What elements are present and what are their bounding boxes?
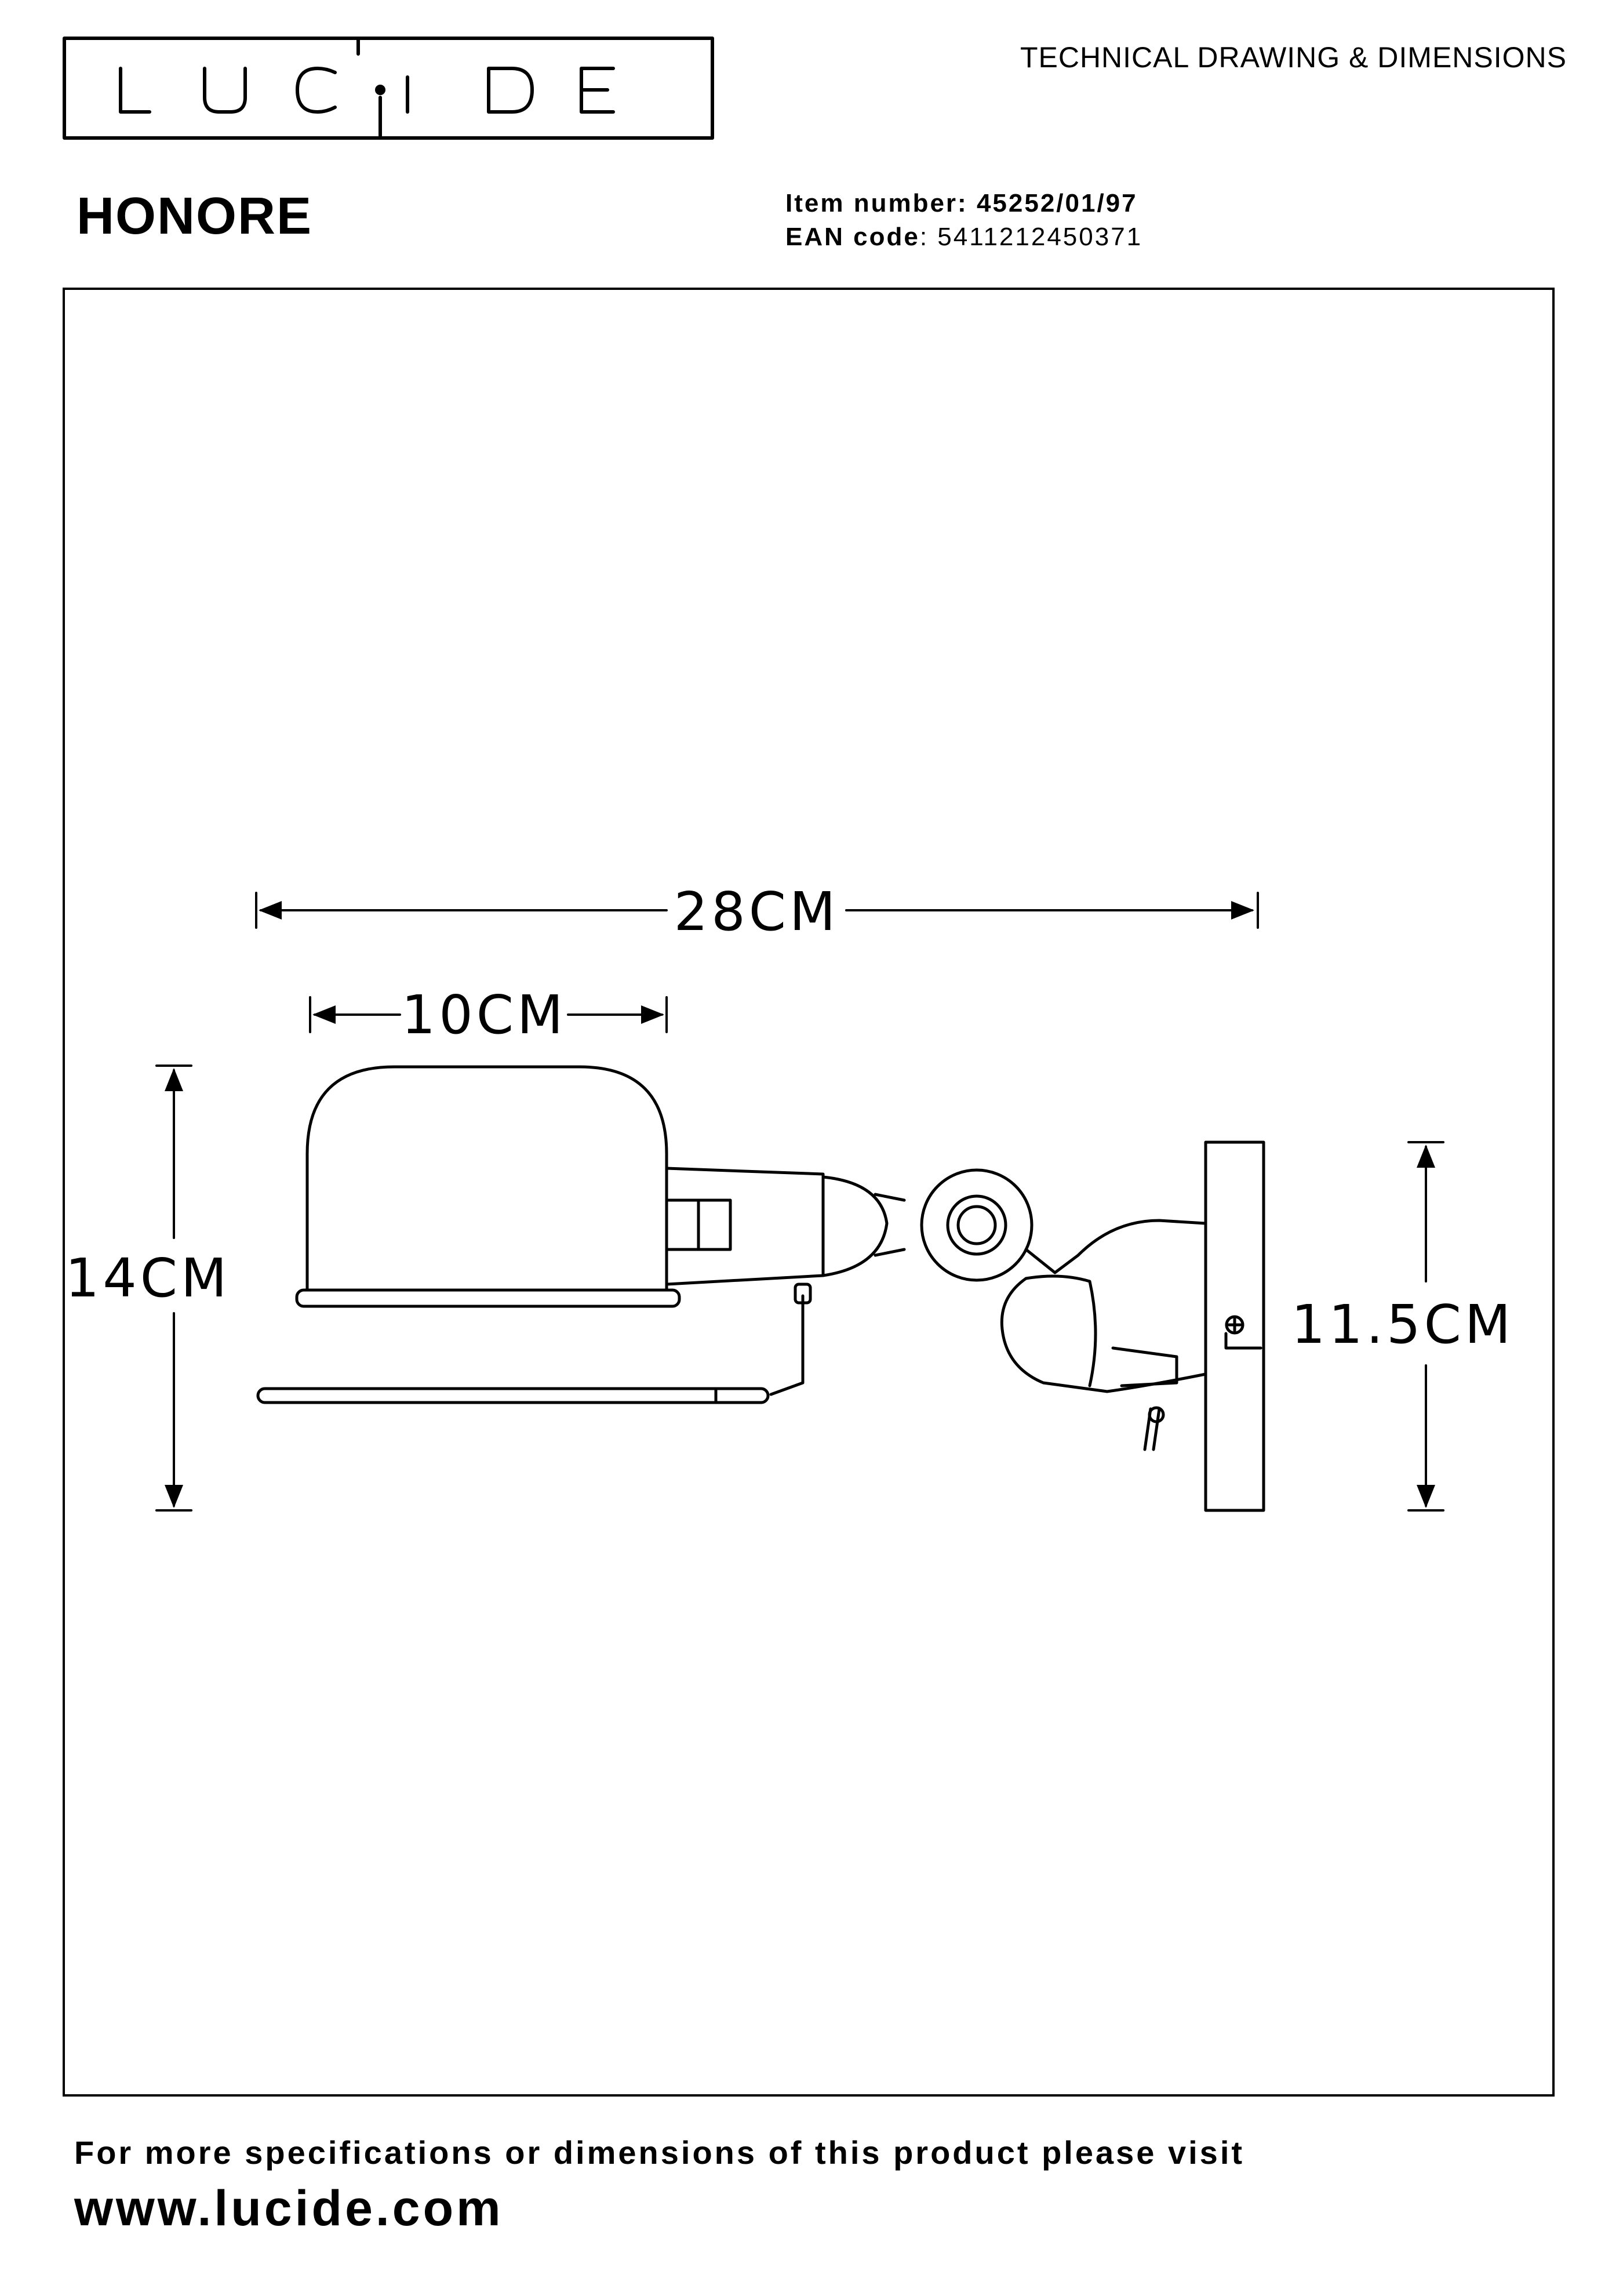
item-number-value: 45252/01/97 — [976, 189, 1138, 217]
ean-separator: : — [919, 223, 929, 251]
ean-code-value: 5411212450371 — [937, 223, 1143, 251]
footer-note: For more specifications or dimensions of… — [74, 2134, 1245, 2171]
dimension-label-plate: 11.5CM — [1291, 1294, 1514, 1356]
dimension-line-height — [155, 1065, 192, 1512]
dimension-label-shade: 10CM — [402, 984, 567, 1046]
dimension-label-height: 14CM — [65, 1247, 231, 1309]
ean-code-line: EAN code: 5411212450371 — [785, 223, 1142, 252]
product-name: HONORE — [77, 187, 313, 245]
dimension-line-shade — [309, 996, 668, 1033]
item-number-line: Item number: 45252/01/97 — [785, 189, 1138, 218]
dimension-label-length: 28CM — [674, 881, 839, 943]
lamp-outline — [256, 1065, 1265, 1512]
drawing-frame — [63, 288, 1555, 2097]
dimension-line-length — [255, 892, 1259, 929]
footer-link[interactable]: www.lucide.com — [74, 2181, 504, 2236]
lucide-logo — [63, 37, 714, 140]
document-type: TECHNICAL DRAWING & DIMENSIONS — [1020, 41, 1567, 74]
ean-code-label: EAN code — [785, 223, 920, 251]
item-number-label: Item number: — [785, 189, 968, 217]
dimension-line-plate — [1407, 1141, 1444, 1512]
